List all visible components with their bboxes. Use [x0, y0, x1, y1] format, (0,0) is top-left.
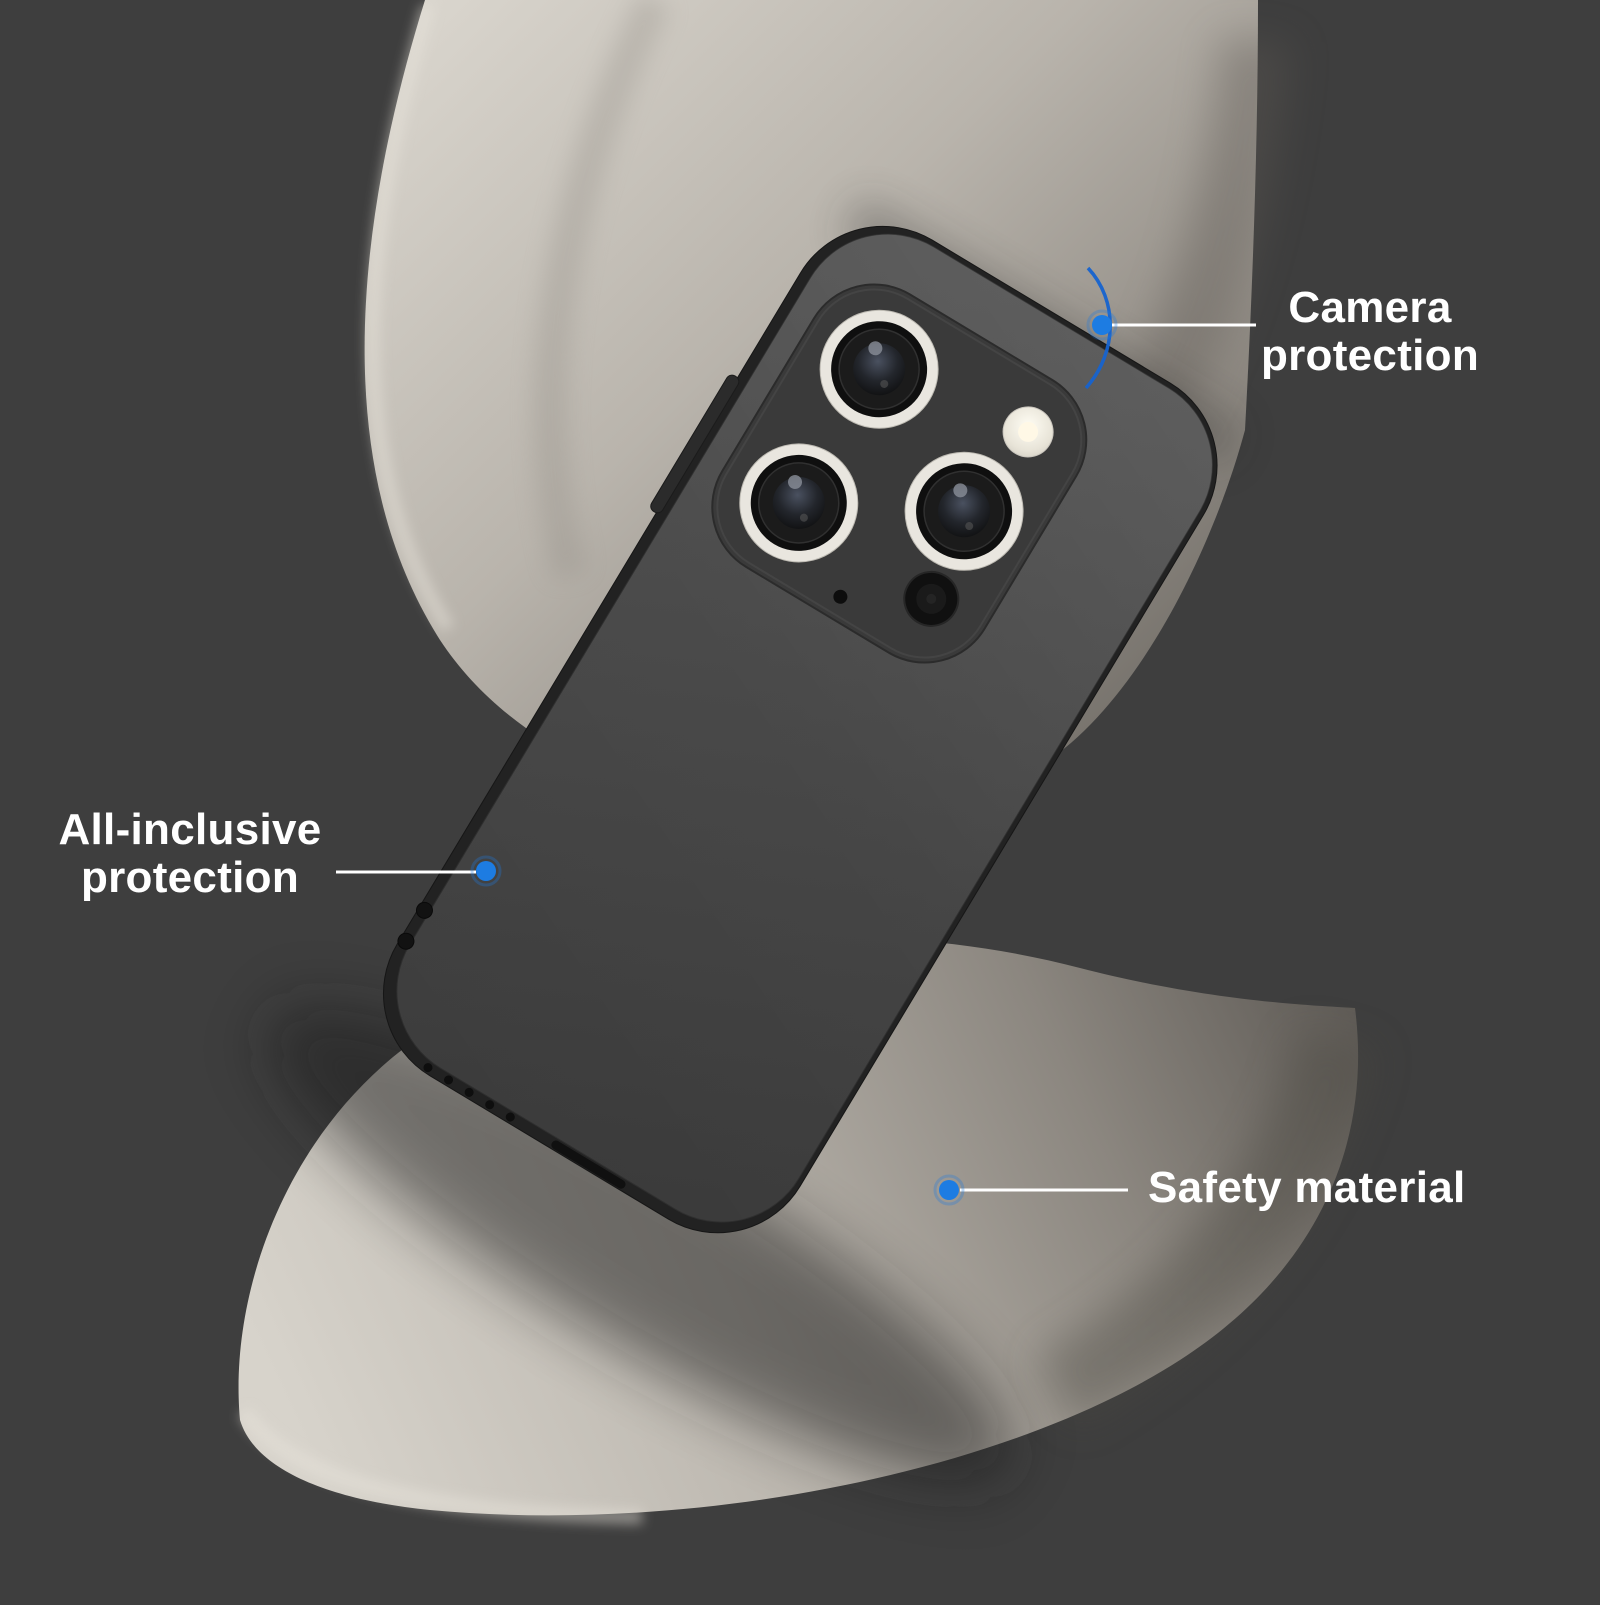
speaker-holes — [423, 1063, 515, 1122]
callout-camera-graphics — [1084, 266, 1256, 390]
camera-lens-1 — [819, 309, 939, 429]
callout-allinclusive-graphics — [336, 855, 502, 887]
callout-dot-camera — [1092, 315, 1112, 335]
camera-lens-2 — [739, 443, 859, 563]
callout-camera-line1: Camera — [1288, 283, 1452, 332]
charging-port-slot — [551, 1140, 626, 1189]
callout-dot-safety — [939, 1180, 959, 1200]
mic-hole — [833, 589, 848, 604]
camera-lens-3 — [904, 451, 1024, 571]
phone-case — [382, 225, 1218, 1234]
side-holes — [397, 901, 433, 950]
lidar-sensor — [903, 570, 960, 627]
callout-allinclusive-line2: protection — [80, 852, 300, 902]
camera-island — [711, 283, 1088, 664]
callout-dot-allinclusive — [476, 861, 496, 881]
callout-camera-protection: Camera protection — [1252, 284, 1488, 379]
callout-safety-graphics — [933, 1174, 1128, 1206]
callout-safety-label: Safety material — [1148, 1163, 1466, 1212]
callout-camera-line2: protection — [1260, 330, 1480, 380]
callout-safety-material: Safety material — [1148, 1164, 1466, 1212]
callout-allinclusive-line1: All-inclusive — [58, 805, 322, 854]
power-button — [650, 374, 740, 514]
callout-all-inclusive-protection: All-inclusive protection — [46, 806, 334, 901]
flash-icon — [1002, 406, 1054, 458]
